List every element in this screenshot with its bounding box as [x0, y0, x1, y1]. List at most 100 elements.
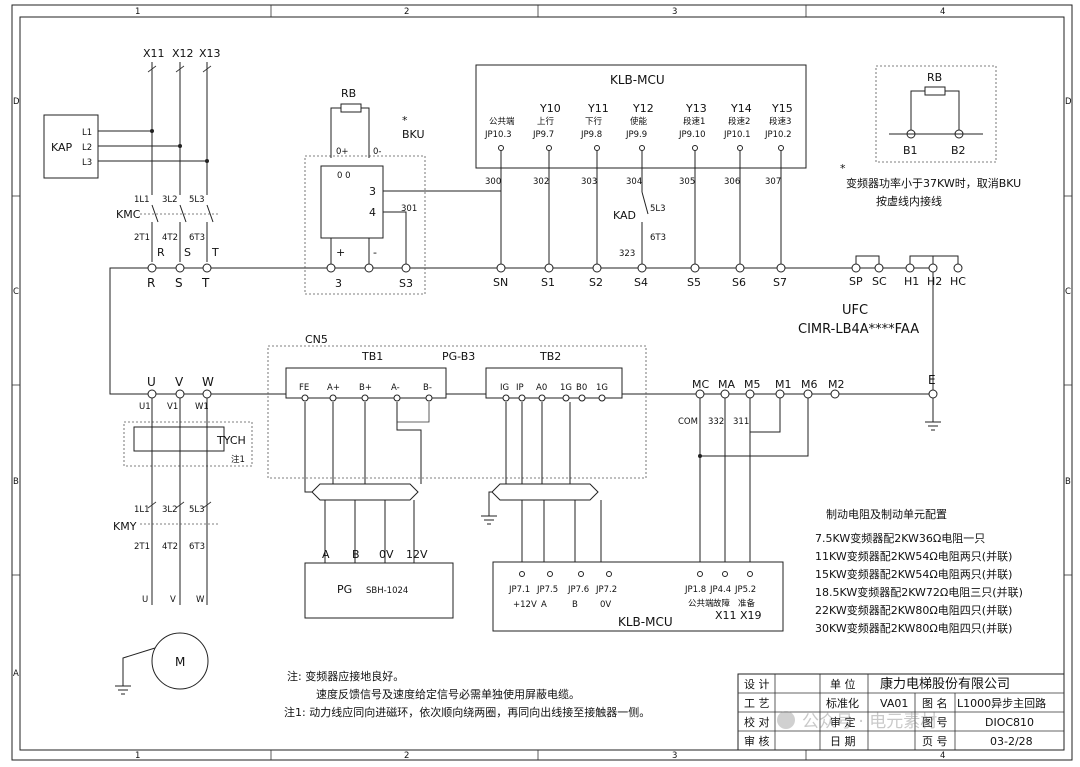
tb-review: 审 核 [744, 734, 770, 748]
row-b-left: B [13, 477, 19, 487]
klb-top-desc-5: 段速2 [728, 116, 750, 127]
bku-0minus: 0- [373, 147, 381, 157]
rb-b2: B2 [951, 144, 966, 157]
pg-term-0v: 0V [379, 548, 394, 561]
klb-top-y-2: Y11 [587, 102, 609, 115]
klb-top-pin-3 [639, 145, 645, 151]
motor-label: M [175, 655, 185, 669]
inv-model: CIMR-LB4A****FAA [798, 322, 919, 337]
tych-dashed-area [123, 421, 253, 467]
inv-sp: SP [849, 275, 863, 288]
inv-term-s7: S7 [773, 276, 787, 289]
tb2-term-3: 1G [560, 383, 572, 393]
output-wires [140, 398, 220, 605]
kad-label: KAD [613, 209, 636, 222]
col-3-bottom: 3 [672, 751, 677, 761]
kmc-top-1l1: 1L1 [134, 195, 150, 205]
inv-term-s1: S1 [541, 276, 555, 289]
kmy-bot-2t1: 2T1 [134, 542, 150, 552]
pg-term-12v: 12V [406, 548, 428, 561]
tb-name-value: L1000异步主回路 [957, 697, 1046, 710]
col-1-top: 1 [135, 7, 140, 17]
tb2-pin-1 [518, 394, 526, 402]
bku-minus: - [373, 246, 377, 259]
tb1-pin-1 [329, 394, 337, 402]
bku-note-line2: 按虚线内接线 [876, 194, 942, 208]
col-1-bottom: 1 [135, 751, 140, 761]
rb-right-wires [889, 90, 983, 139]
kap-wires [98, 129, 209, 163]
klb-bot-jp-2: JP7.6 [567, 585, 589, 595]
kmy-bot-4t2: 4T2 [162, 542, 178, 552]
wire-311: 311 [733, 417, 749, 427]
inv-w1: W1 [195, 402, 209, 412]
inv-m5: M5 [744, 378, 761, 391]
rb-right-label: RB [927, 71, 942, 84]
kap-l1: L1 [82, 128, 92, 138]
row-d-left: D [13, 97, 20, 107]
kmc-r: R [157, 246, 165, 259]
mcu-cable [481, 402, 602, 570]
tb-std-label: 标准化 [826, 696, 859, 710]
klb-bot-desc-2: B [572, 600, 578, 610]
row-c-left: C [13, 287, 19, 297]
pgb3-dashed-area [267, 345, 647, 479]
inv-v: V [175, 375, 184, 389]
inv-s3: S3 [399, 277, 413, 290]
kmc-t: T [211, 246, 219, 259]
kmc-label: KMC [116, 208, 141, 221]
tb2-pin-5 [598, 394, 606, 402]
note-line-3: 注1: 动力线应同向进磁环，依次顺向绕两圈，再同向出线接至接触器一侧。 [284, 705, 650, 719]
column-ticks [12, 5, 1072, 760]
kmc-top-3l2: 3L2 [162, 195, 178, 205]
kmc-s: S [184, 246, 191, 259]
klb-top-desc-1: 上行 [537, 116, 555, 127]
klb-top-wire-label-2: 303 [581, 177, 597, 187]
inv-u1: U1 [139, 402, 151, 412]
brake-cfg-row-2: 11KW变频器配2KW54Ω电阻两只(并联) [815, 549, 1012, 563]
inv-m6: M6 [801, 378, 818, 391]
tb2-pin-3 [562, 394, 570, 402]
kmy-w: W [196, 595, 205, 605]
klb-bot2-jp-0: JP1.8 [684, 585, 706, 595]
row-d-right: D [1065, 97, 1072, 107]
klb-top-wire-label-3: 304 [626, 177, 642, 187]
inv-term-s2: S2 [589, 276, 603, 289]
inv-mc: MC [692, 378, 709, 391]
pg-model: SBH-1024 [366, 586, 408, 596]
tych-label: TYCH [216, 434, 246, 447]
tb2-term-4: B0 [576, 383, 587, 393]
kmc-contacts [140, 204, 220, 262]
rb-b1: B1 [903, 144, 918, 157]
kad-contact [641, 191, 649, 215]
klb-top-jp-1: JP9.7 [532, 130, 554, 140]
wire-com: COM [678, 417, 698, 427]
tb1-term-4: B- [423, 383, 432, 393]
watermark-text: 公众号 · 电元素材 [802, 712, 937, 732]
klb-bot2-desc-2: 准备 [738, 598, 756, 609]
kap-l2: L2 [82, 143, 92, 153]
inv-t: T [201, 276, 210, 290]
klb-mcu-top-box [475, 64, 807, 169]
sp-sc-h-wires [855, 255, 959, 264]
inv-v1: V1 [167, 402, 178, 412]
tb2-term-2: A0 [536, 383, 547, 393]
klb-top-pin-4 [692, 145, 698, 151]
pg-encoder-box [304, 562, 454, 619]
cn5-label: CN5 [305, 333, 328, 346]
klb-top-jp-3: JP9.9 [625, 130, 647, 140]
inv-p3: 3 [335, 277, 342, 290]
inv-u: U [147, 375, 156, 389]
motor-symbol [151, 632, 209, 690]
row-a-left: A [13, 669, 19, 679]
klb-top-pin-0 [498, 145, 504, 151]
pg-term-a: A [322, 548, 330, 561]
tb-design: 设 计 [744, 678, 770, 691]
pgb3-label: PG-B3 [442, 350, 475, 363]
kmc-bot-4t2: 4T2 [162, 233, 178, 243]
tb2-pin-4 [578, 394, 586, 402]
bku-star: * [402, 114, 408, 127]
row-b-right: B [1065, 477, 1071, 487]
